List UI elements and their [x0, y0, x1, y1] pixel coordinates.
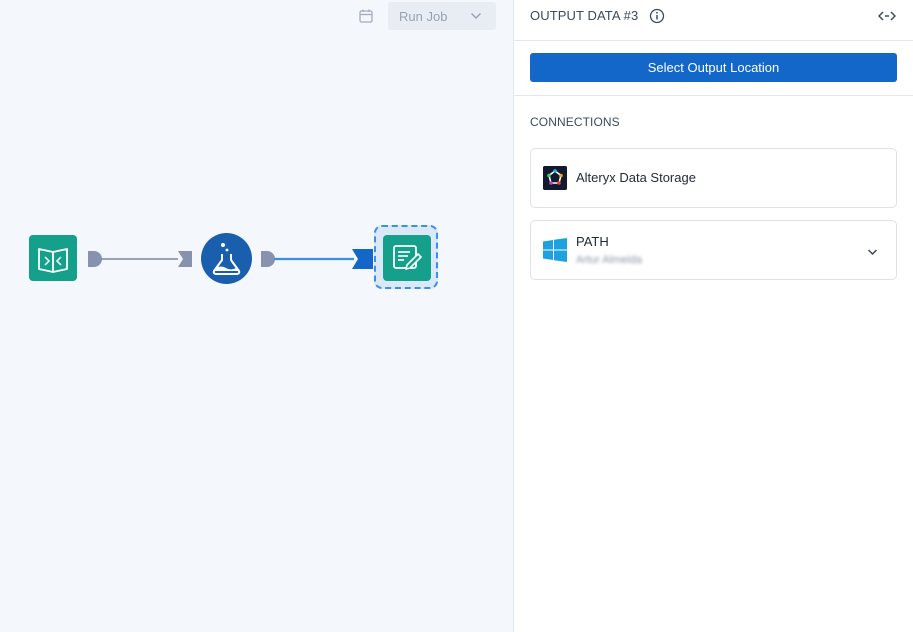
expand-horizontal-icon[interactable] — [878, 10, 896, 22]
book-icon — [38, 248, 68, 273]
output-anchor — [261, 251, 275, 267]
info-icon[interactable] — [649, 8, 665, 24]
connection-label: Alteryx Data Storage — [576, 170, 696, 185]
connection-alteryx-data-storage[interactable]: Alteryx Data Storage — [530, 148, 897, 208]
panel-title: OUTPUT DATA #3 — [530, 8, 639, 23]
flask-icon — [212, 243, 241, 275]
chevron-down-icon[interactable] — [867, 248, 878, 256]
select-output-location-button[interactable]: Select Output Location — [530, 53, 897, 82]
output-anchor — [88, 251, 102, 267]
input-data-node[interactable] — [29, 235, 77, 281]
run-job-label: Run Job — [399, 8, 448, 24]
input-anchor-active — [352, 249, 373, 269]
connection-path[interactable]: PATH Artur Almeida — [530, 220, 897, 280]
windows-logo-icon — [543, 238, 567, 262]
panel-divider — [513, 0, 514, 632]
connections-layer — [88, 249, 373, 269]
workflow-canvas[interactable]: Run Job — [0, 0, 513, 632]
connections-heading: CONNECTIONS — [530, 115, 620, 129]
header-divider — [514, 40, 913, 41]
chevron-down-icon — [471, 13, 481, 19]
output-data-node[interactable] — [383, 235, 431, 281]
calendar-icon[interactable] — [358, 8, 374, 24]
run-job-button[interactable]: Run Job — [388, 2, 496, 30]
config-panel: OUTPUT DATA #3 Select Output Location CO… — [514, 0, 913, 632]
section-divider — [514, 95, 913, 96]
connection-label: PATH — [576, 234, 609, 249]
input-anchor — [178, 251, 192, 267]
lab-node[interactable] — [201, 233, 252, 284]
notepad-pencil-icon — [393, 245, 422, 270]
connection-sublabel: Artur Almeida — [576, 254, 643, 266]
alteryx-logo-icon — [543, 166, 567, 190]
